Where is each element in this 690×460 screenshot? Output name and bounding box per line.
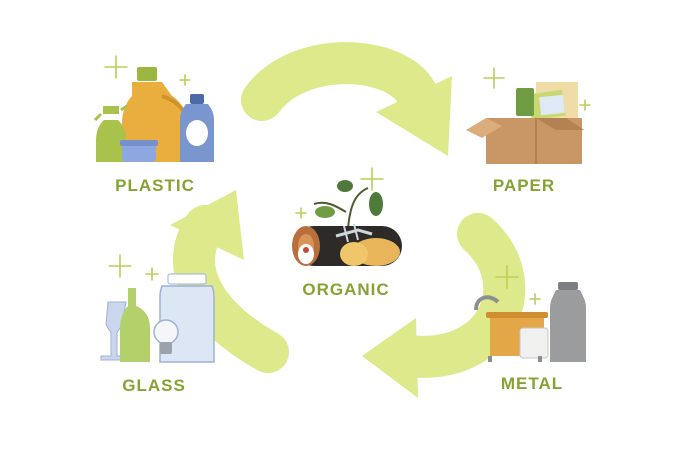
organic-label: ORGANIC <box>302 280 390 299</box>
paper-box-icon <box>466 82 584 164</box>
metal-label: METAL <box>500 374 564 393</box>
glass-items-icon <box>100 273 215 363</box>
organic-waste-icon <box>292 180 402 266</box>
plastic-bottles-icon <box>93 67 214 162</box>
paper-label: PAPER <box>492 176 556 195</box>
metal-items-icon <box>474 282 586 362</box>
glass-label: GLASS <box>122 376 186 395</box>
cycle-arrow-top <box>241 42 452 156</box>
plastic-label: PLASTIC <box>115 176 195 195</box>
sparkle-icon <box>104 55 591 305</box>
